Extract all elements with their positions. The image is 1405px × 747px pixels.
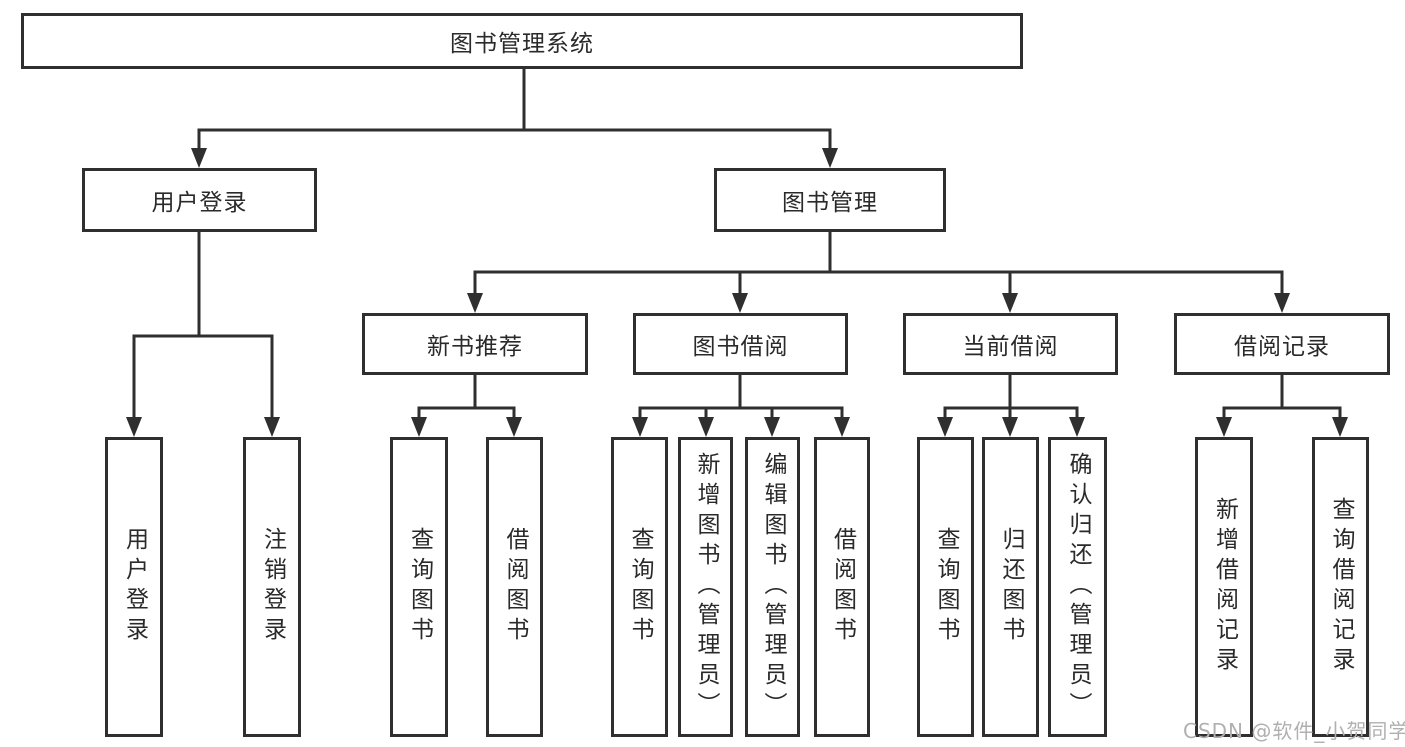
node-current-borrow: 当前借阅 — [903, 313, 1118, 375]
leaf-confirm-return-admin: 确认归还（管理员） — [1048, 437, 1107, 737]
node-borrow-records: 借阅记录 — [1174, 313, 1390, 375]
leaf-add-borrow-record: 新增借阅记录 — [1195, 437, 1253, 737]
leaf-borrow-books-2: 借阅图书 — [814, 437, 870, 737]
leaf-return-book: 归还图书 — [982, 437, 1039, 737]
leaf-borrow-books-recommend: 借阅图书 — [486, 437, 543, 737]
leaf-logout: 注销登录 — [243, 437, 301, 737]
node-book-management: 图书管理 — [714, 168, 946, 232]
leaf-query-books-current: 查询图书 — [917, 437, 974, 737]
csdn-watermark: CSDN @软件_小贺同学 — [1183, 719, 1405, 743]
arrowheads — [126, 148, 1348, 437]
leaf-user-login: 用户登录 — [105, 437, 163, 737]
leaf-query-borrow-record: 查询借阅记录 — [1312, 437, 1369, 737]
node-root: 图书管理系统 — [21, 13, 1023, 69]
node-book-borrow: 图书借阅 — [633, 313, 848, 375]
leaf-add-book-admin: 新增图书（管理员） — [678, 437, 733, 737]
leaf-edit-book-admin: 编辑图书（管理员） — [745, 437, 800, 737]
leaf-query-books-recommend: 查询图书 — [390, 437, 448, 737]
node-new-book-recommend: 新书推荐 — [362, 313, 588, 375]
node-user-login: 用户登录 — [82, 168, 317, 232]
leaf-query-books-borrow: 查询图书 — [611, 437, 668, 737]
